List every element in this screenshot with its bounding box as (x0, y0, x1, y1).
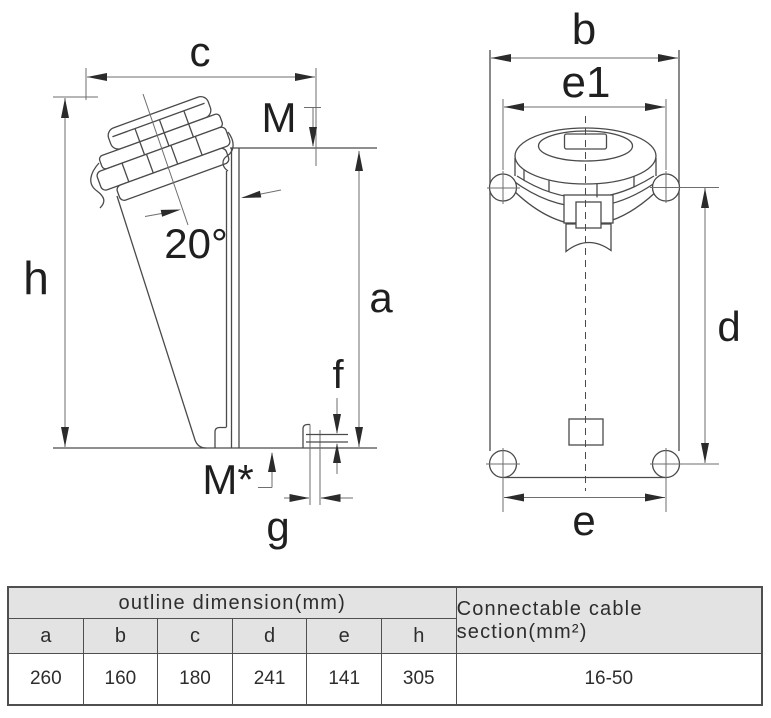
head-band-4 (116, 147, 230, 201)
table-value-d: 241 (232, 654, 308, 704)
dim-d: d (701, 188, 741, 463)
head-right-ear (222, 131, 234, 172)
table-col-header-d: d (232, 619, 308, 654)
dim-e: e (504, 493, 665, 544)
dim-f: f (332, 353, 344, 474)
table-value-cable-section: 16-50 (456, 654, 761, 704)
bolt-holes (486, 171, 719, 512)
dim-label-b: b (572, 5, 596, 54)
dim-c: c (85, 28, 317, 166)
dim-label-m-star: M* (202, 456, 253, 503)
front-view-drawing: b e1 d e (486, 5, 741, 544)
spec-table: outline dimension(mm) Connectable cable … (7, 586, 763, 706)
table-header-cable-section: Connectable cable section(mm²) (456, 588, 761, 654)
dimension-drawing: c h M 20° (23, 5, 741, 550)
foot-bracket (302, 423, 310, 448)
table-value-a: 260 (9, 654, 84, 704)
dim-b: b (491, 5, 678, 62)
dim-m-star: M* (202, 452, 276, 503)
table-header-outline-dimension: outline dimension(mm) (9, 588, 457, 619)
side-view-drawing: c h M 20° (23, 28, 393, 550)
front-body-sides (489, 50, 680, 451)
mounting-plate (230, 148, 240, 448)
body-bottom-lip (214, 426, 227, 448)
table-col-header-b: b (83, 619, 159, 654)
plate-pointer-arrow (241, 189, 282, 198)
dim-m-top: M (262, 94, 321, 147)
dim-g: g (266, 494, 353, 550)
dim-label-e1: e1 (562, 58, 611, 107)
table-col-header-e: e (307, 619, 382, 654)
table-value-c: 180 (158, 654, 233, 704)
head-axis-line (142, 93, 189, 226)
dim-label-g: g (266, 503, 289, 550)
table-col-header-h: h (381, 619, 457, 654)
table-value-h: 305 (381, 654, 457, 704)
clamp-head (96, 95, 231, 201)
dim-label-c: c (190, 28, 211, 75)
table-value-e: 141 (307, 654, 382, 704)
table-col-header-c: c (158, 619, 233, 654)
table-col-header-a: a (9, 619, 84, 654)
dim-label-h: h (23, 252, 49, 304)
dim-label-d: d (717, 303, 740, 350)
dim-a: a (355, 151, 393, 447)
dim-angle: 20° (144, 209, 228, 267)
clamp-inner (575, 201, 602, 229)
dim-e1: e1 (502, 58, 667, 170)
dim-label-f: f (332, 353, 344, 397)
foot-flange-lines (306, 433, 348, 443)
dim-label-a: a (369, 274, 393, 321)
dim-label-e: e (572, 497, 595, 544)
dim-label-m: M (262, 94, 297, 141)
head-left-ear (90, 162, 105, 209)
stem (565, 223, 612, 253)
dim-label-angle: 20° (164, 220, 228, 267)
dim-h: h (23, 96, 98, 447)
table-value-b: 160 (83, 654, 159, 704)
